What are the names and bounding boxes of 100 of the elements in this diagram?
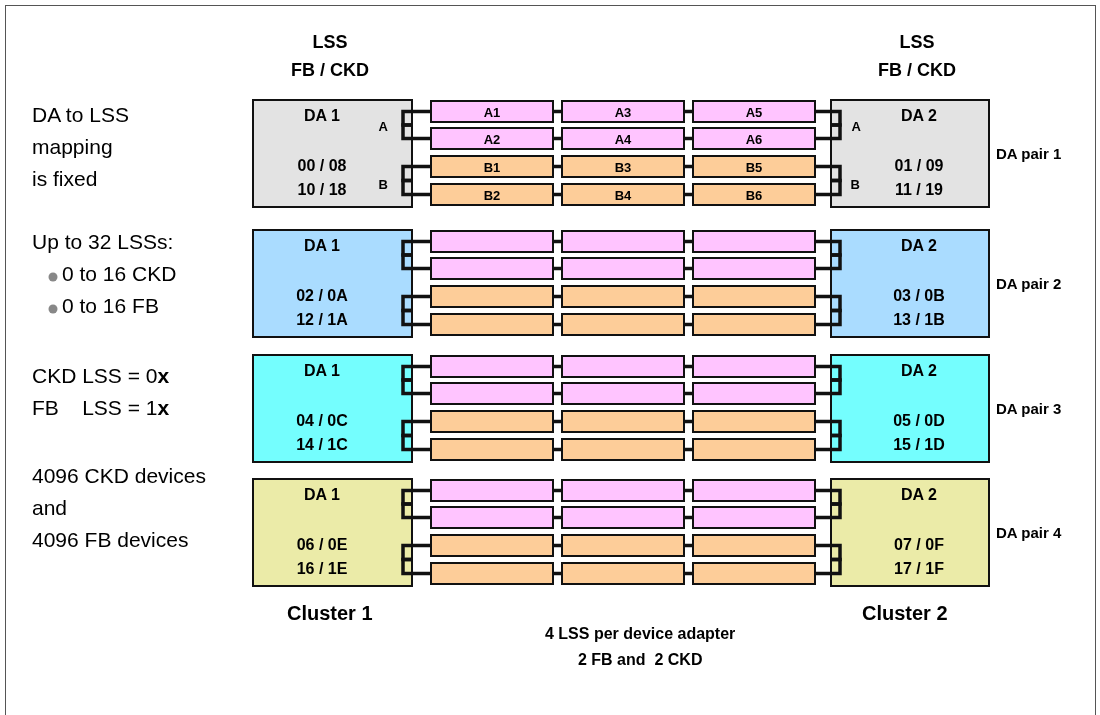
footnote-text: 4 LSS per device adapter <box>545 625 736 643</box>
connector-line <box>685 136 692 141</box>
connector-line <box>554 391 561 396</box>
array-bar <box>692 382 816 405</box>
lss-numbers: 00 / 08 10 / 18 <box>296 156 348 200</box>
note-text: DA to LSS <box>32 103 129 127</box>
connector-line <box>554 571 561 576</box>
array-bar <box>430 285 554 308</box>
connector-line <box>816 557 842 576</box>
connector-line <box>685 294 692 299</box>
array-label: A3 <box>613 104 633 119</box>
array-bar <box>692 285 816 308</box>
array-label: B6 <box>744 187 764 202</box>
connector-line <box>554 515 561 520</box>
connector-line <box>816 502 842 520</box>
array-bar <box>692 534 816 557</box>
array-bar <box>561 257 685 280</box>
connector-line <box>685 571 692 576</box>
array-bar <box>692 355 816 378</box>
connector-line <box>685 447 692 452</box>
connector-line <box>554 164 561 169</box>
connector-line <box>554 364 561 369</box>
lss-numbers: 05 / 0D 15 / 1D <box>892 411 946 455</box>
array-bar <box>561 127 685 150</box>
array-bar <box>561 183 685 206</box>
connector-line <box>554 488 561 493</box>
adapter-name: DA 2 <box>900 107 938 125</box>
connector-line <box>401 178 430 197</box>
array-bar <box>692 506 816 529</box>
pair-label: DA pair 1 <box>996 145 1062 162</box>
connector-line <box>685 164 692 169</box>
note-text: Up to 32 LSSs: <box>32 230 174 254</box>
connector-line <box>401 123 430 141</box>
adapter-name: DA 1 <box>303 362 341 380</box>
pair-label: DA pair 3 <box>996 400 1062 417</box>
cluster-label: Cluster 1 <box>287 602 373 625</box>
array-bar <box>561 100 685 123</box>
array-bar <box>430 230 554 253</box>
bullet-text: 0 to 16 CKD <box>62 262 177 286</box>
pair-label: DA pair 2 <box>996 275 1062 292</box>
array-label: B3 <box>613 159 633 174</box>
lss-numbers: 02 / 0A 12 / 1A <box>295 286 349 330</box>
array-bar <box>430 438 554 461</box>
connector-line <box>685 322 692 327</box>
note-text: 4096 CKD devices <box>32 464 206 488</box>
lss-numbers: 04 / 0C 14 / 1C <box>295 411 349 455</box>
array-bar <box>561 382 685 405</box>
connector-line <box>554 192 561 197</box>
bullet-text: 0 to 16 FB <box>62 294 159 318</box>
connector-line <box>816 378 842 396</box>
array-bar <box>561 534 685 557</box>
adapter-name: DA 1 <box>303 237 341 255</box>
adapter-name: DA 2 <box>900 362 938 380</box>
connector-line <box>685 192 692 197</box>
connector-line <box>401 557 430 576</box>
array-bar <box>430 100 554 123</box>
connector-line <box>685 239 692 244</box>
array-bar <box>561 230 685 253</box>
array-bar <box>561 562 685 585</box>
connector-line <box>401 502 430 520</box>
column-heading: LSS <box>899 32 935 53</box>
connector-line <box>401 378 430 396</box>
array-bar <box>430 479 554 502</box>
array-bar <box>430 410 554 433</box>
port-label: B <box>378 177 388 192</box>
array-bar <box>692 438 816 461</box>
array-bar <box>430 355 554 378</box>
connector-line <box>554 294 561 299</box>
array-label: A2 <box>482 131 502 146</box>
array-bar <box>430 127 554 150</box>
connector-line <box>685 488 692 493</box>
connector-line <box>685 391 692 396</box>
array-label: B5 <box>744 159 764 174</box>
array-label: A4 <box>613 131 633 146</box>
array-bar <box>692 410 816 433</box>
array-label: A1 <box>482 104 502 119</box>
connector-line <box>554 419 561 424</box>
note-text: mapping <box>32 135 113 159</box>
connector-line <box>816 433 842 452</box>
array-bar <box>430 562 554 585</box>
array-bar <box>430 257 554 280</box>
port-label: A <box>378 119 388 134</box>
adapter-name: DA 2 <box>900 486 938 504</box>
adapter-name: DA 1 <box>303 486 341 504</box>
array-bar <box>561 313 685 336</box>
port-label: A <box>851 119 861 134</box>
connector-line <box>554 266 561 271</box>
connector-line <box>685 109 692 114</box>
connector-line <box>816 308 842 327</box>
connector-line <box>554 136 561 141</box>
note-text: 4096 FB devices <box>32 528 189 552</box>
lss-numbers: 01 / 09 11 / 19 <box>893 156 945 200</box>
array-bar <box>692 313 816 336</box>
array-bar <box>430 183 554 206</box>
connector-line <box>401 308 430 327</box>
device-adapter-box <box>252 478 413 587</box>
array-bar <box>430 534 554 557</box>
array-bar <box>561 506 685 529</box>
array-bar <box>561 355 685 378</box>
connector-line <box>401 253 430 271</box>
